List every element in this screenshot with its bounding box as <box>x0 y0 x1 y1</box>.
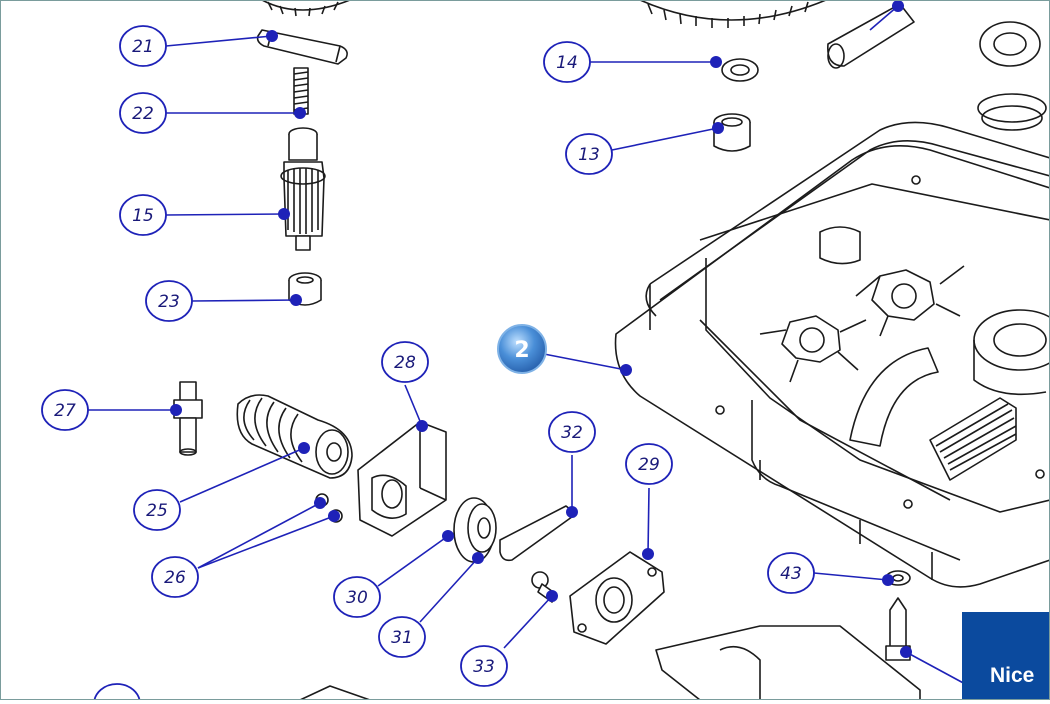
part-top-gear-right <box>640 0 826 28</box>
callout-label-33: 33 <box>473 657 495 677</box>
part-29-plate <box>570 552 664 644</box>
callout-bubble-partial <box>94 684 140 700</box>
part-2-housing <box>616 122 1050 586</box>
part-top-gear-left <box>262 0 350 16</box>
part-15-pinion <box>281 128 325 250</box>
highlight-marker-label: 2 <box>514 338 529 363</box>
part-shaft-top-right <box>828 4 914 68</box>
callout-label-26: 26 <box>164 568 186 588</box>
callout-label-32: 32 <box>561 423 583 443</box>
callout-label-29: 29 <box>638 455 660 475</box>
brand-logo-text: Nice <box>990 664 1034 688</box>
callout-label-14: 14 <box>556 53 578 73</box>
part-14-washer <box>722 59 758 81</box>
callout-label-25: 25 <box>146 501 168 521</box>
callout-label-21: 21 <box>132 37 154 57</box>
part-32-strip <box>500 506 576 560</box>
callout-label-22: 22 <box>132 104 154 124</box>
callout-label-28: 28 <box>394 353 416 373</box>
part-27-pin <box>174 382 202 455</box>
part-30-31-bearing <box>454 498 496 562</box>
callout-label-13: 13 <box>578 145 600 165</box>
part-bearings-right <box>978 22 1046 130</box>
callout-label-15: 15 <box>132 206 154 226</box>
callout-label-27: 27 <box>54 401 76 421</box>
part-drawings <box>174 0 1050 700</box>
part-28-bracket <box>358 422 446 536</box>
highlight-marker-2[interactable]: 2 <box>498 325 546 373</box>
callout-label-31: 31 <box>391 628 413 648</box>
callout-label-43: 43 <box>780 564 802 584</box>
part-25-worm-screw <box>237 395 352 478</box>
callout-label-23: 23 <box>158 292 180 312</box>
callout-label-30: 30 <box>346 588 368 608</box>
